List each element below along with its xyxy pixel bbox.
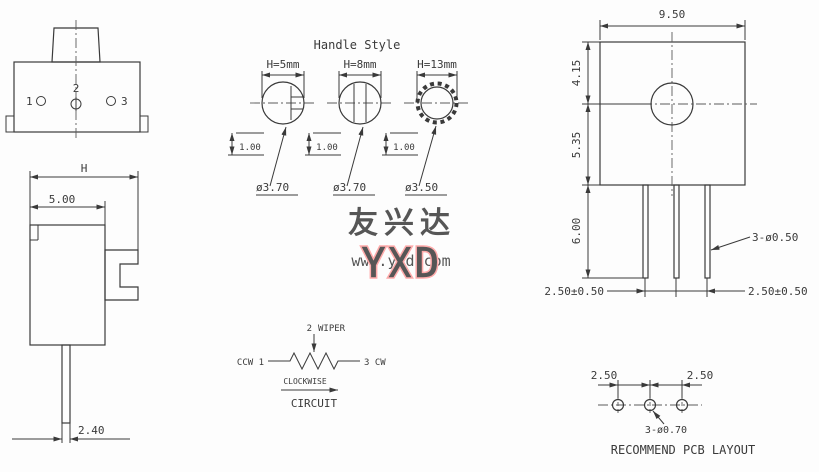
pcb-pitch-right-label: 2.50 [687, 369, 714, 382]
side-view: H 5.00 2.40 [12, 162, 139, 443]
resistor-symbol [268, 351, 360, 371]
pin-3-hole [106, 96, 116, 106]
variant-1-diameter: ø3.70 [256, 181, 289, 194]
side-pin [61, 344, 71, 424]
pcb-hole-1 [611, 398, 625, 412]
body-outline [13, 61, 141, 133]
dim-h-label: H [81, 162, 88, 175]
handle-style-title: Handle Style [314, 38, 401, 52]
variant-3-diameter: ø3.50 [405, 181, 438, 194]
side-view-dimensions: H 5.00 [29, 162, 139, 250]
wiper-label: WIPER [318, 324, 346, 334]
circuit-caption: CIRCUIT [291, 397, 338, 410]
dim-9-50-label: 9.50 [659, 8, 686, 21]
pin-3-label: 3 [121, 95, 128, 108]
pcb-pitch-dimensions: 2.50 2.50 [591, 369, 714, 398]
dim-5-35-label: 5.35 [570, 132, 583, 159]
variant-2-label: H=8mm [343, 58, 376, 71]
front-view: 9.50 4.15 5.35 6.00 3-ø0.50 [544, 8, 807, 298]
pin-spec-label: 3-ø0.50 [752, 231, 798, 244]
terminal-2-label: 2 [307, 324, 312, 334]
handle-variant-8mm: H=8mm 1.00 ø3.70 [305, 58, 393, 196]
side-body-outline [29, 224, 106, 346]
circuit-diagram: 2 WIPER CCW 1 3 CW CLOCKWISE CIRCUIT [237, 324, 386, 410]
front-body-outline [599, 41, 746, 186]
knob-face-3 [420, 86, 454, 120]
front-view-left-dimensions: 4.15 5.35 6.00 [570, 41, 651, 279]
pcb-hole-callout: 3-ø0.70 [645, 410, 687, 436]
watermark-name: 友兴达 [348, 206, 456, 241]
dim-4-15-label: 4.15 [570, 60, 583, 87]
pitch-left-label: 2.50±0.50 [544, 285, 604, 298]
pin-pitch-dimensions: 2.50±0.50 2.50±0.50 [544, 278, 808, 298]
pcb-layout-caption: RECOMMEND PCB LAYOUT [611, 443, 756, 457]
variant-3-label: H=13mm [417, 58, 457, 71]
top-view: 1 2 3 [5, 20, 149, 140]
watermark-logo: YXD [360, 238, 439, 289]
pcb-hole-spec: 3-ø0.70 [645, 425, 687, 436]
dim-6-00-label: 6.00 [570, 218, 583, 245]
knurled-edge [415, 81, 459, 125]
terminal-3-label: 3 CW [364, 358, 386, 368]
pitch-right-label: 2.50±0.50 [748, 285, 808, 298]
pcb-hole-2 [643, 398, 657, 412]
handle-style-section: Handle Style H=5mm 1.00 ø3.70 H=8mm [228, 38, 470, 196]
pcb-layout: 2.50 2.50 3-ø0.70 RECOMMEND PCB LAYOUT [591, 369, 756, 457]
variant-2-diameter: ø3.70 [333, 181, 366, 194]
knob-face-1 [261, 81, 305, 125]
pin-left [642, 184, 649, 279]
front-view-width-dimension: 9.50 [599, 8, 746, 40]
pin-middle [673, 184, 680, 279]
variant-1-label: H=5mm [266, 58, 299, 71]
watermark: 友兴达 www.yxd.com YXD [348, 206, 456, 290]
pin-right [704, 184, 711, 279]
clockwise-label: CLOCKWISE [283, 377, 327, 386]
pcb-pitch-left-label: 2.50 [591, 369, 618, 382]
variant-2-protrusion: 1.00 [316, 143, 338, 153]
variant-3-protrusion: 1.00 [393, 143, 415, 153]
watermark-url: www.yxd.com [351, 252, 450, 270]
pin-diameter-callout: 3-ø0.50 [710, 231, 798, 251]
handle-variant-5mm: H=5mm 1.00 ø3.70 [228, 58, 316, 196]
right-ear [139, 115, 149, 133]
handle-variant-13mm: H=13mm 1.00 ø3.50 [382, 58, 470, 196]
pin-2-label: 2 [73, 82, 80, 95]
dim-2-40-label: 2.40 [78, 424, 105, 437]
variant-1-protrusion: 1.00 [239, 143, 261, 153]
left-ear [5, 115, 15, 133]
pin-offset-dimension: 2.40 [12, 423, 130, 443]
handle-side-clip [104, 249, 139, 301]
terminal-1-label: CCW 1 [237, 358, 264, 368]
knob-face-2 [338, 81, 382, 125]
dim-5-00-label: 5.00 [49, 193, 76, 206]
pin-1-hole [36, 96, 46, 106]
pcb-hole-3 [675, 398, 689, 412]
pin-1-label: 1 [26, 95, 33, 108]
